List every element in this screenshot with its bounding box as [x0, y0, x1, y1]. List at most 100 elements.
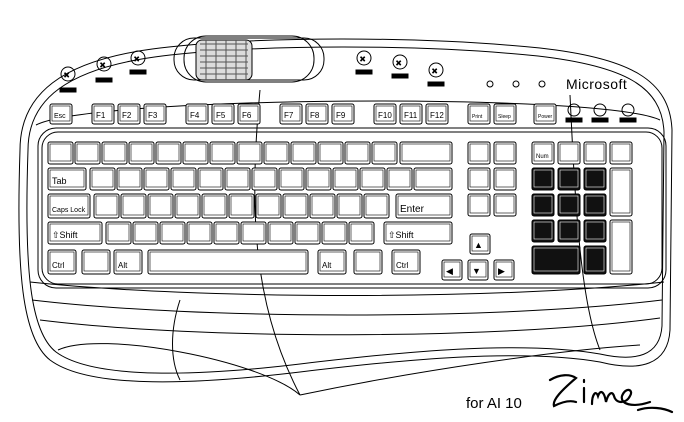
key-numpad-1-1[interactable] — [557, 167, 581, 191]
key-shift-row-9[interactable] — [321, 221, 348, 245]
key-nav-0-1[interactable] — [493, 141, 517, 165]
key-shift-row-7[interactable] — [267, 221, 294, 245]
key-number-row-8[interactable] — [236, 141, 263, 165]
key-numpad-2-0[interactable] — [531, 193, 555, 217]
key-f7[interactable]: F7 — [279, 103, 303, 125]
key-numpad-1-0[interactable] — [531, 167, 555, 191]
key-home-row-11[interactable] — [363, 193, 390, 219]
key-top-row-5[interactable] — [197, 167, 224, 191]
key-home-row-9[interactable] — [309, 193, 336, 219]
key-right-ctrl[interactable]: Ctrl — [391, 249, 421, 275]
key-arrow-up[interactable]: ▲ — [469, 233, 491, 255]
key-home-row-7[interactable] — [255, 193, 282, 219]
right-hot-buttons[interactable] — [565, 103, 637, 123]
key-space[interactable] — [147, 249, 309, 275]
key-nav-2-0[interactable] — [467, 193, 491, 217]
key-top-row-4[interactable] — [170, 167, 197, 191]
key-number-row-3[interactable] — [101, 141, 128, 165]
key-right-alt[interactable]: Alt — [317, 249, 347, 275]
key-windows-left[interactable] — [81, 249, 111, 275]
key-numpad-1-2[interactable] — [583, 167, 607, 191]
key-home-row-6[interactable] — [228, 193, 255, 219]
key-top-row-7[interactable] — [251, 167, 278, 191]
key-top-row-11[interactable] — [359, 167, 386, 191]
key-shift-row-5[interactable] — [213, 221, 240, 245]
key-f8[interactable]: F8 — [305, 103, 329, 125]
key-numpad-3-1[interactable] — [557, 219, 581, 243]
key-number-row-12[interactable] — [344, 141, 371, 165]
key-shift-row-8[interactable] — [294, 221, 321, 245]
key-top-row-6[interactable] — [224, 167, 251, 191]
key-nav-1-1[interactable] — [493, 167, 517, 191]
key-arrow-right[interactable]: ▶ — [493, 259, 515, 281]
key-power[interactable]: Power — [533, 103, 557, 125]
key-sleep[interactable]: Sleep — [493, 103, 517, 125]
key-numpad-dot[interactable] — [583, 245, 607, 275]
key-left-shift[interactable]: ⇧Shift — [47, 221, 103, 245]
key-f12[interactable]: F12 — [425, 103, 449, 125]
key-left-alt[interactable]: Alt — [113, 249, 143, 275]
key-number-row-5[interactable] — [155, 141, 182, 165]
key-home-row-3[interactable] — [147, 193, 174, 219]
key-top-row-2[interactable] — [116, 167, 143, 191]
key-shift-row-3[interactable] — [159, 221, 186, 245]
key-numpad-2-1[interactable] — [557, 193, 581, 217]
key-home-row-5[interactable] — [201, 193, 228, 219]
hot-buttons[interactable]: × × × × × × — [59, 50, 445, 93]
key-top-row-3[interactable] — [143, 167, 170, 191]
key-nav-2-1[interactable] — [493, 193, 517, 217]
key-number-row-4[interactable] — [128, 141, 155, 165]
key-shift-row-4[interactable] — [186, 221, 213, 245]
key-home-row-1[interactable] — [93, 193, 120, 219]
key-f6[interactable]: F6 — [237, 103, 261, 125]
key-home-row-4[interactable] — [174, 193, 201, 219]
key-top-row-10[interactable] — [332, 167, 359, 191]
key-numpad-3-2[interactable] — [583, 219, 607, 243]
key-numpad-plus[interactable] — [609, 167, 633, 217]
key-top-row-9[interactable] — [305, 167, 332, 191]
key-numpad-num[interactable]: Num — [531, 141, 555, 165]
key-esc[interactable]: Esc — [49, 103, 73, 125]
key-nav-1-0[interactable] — [467, 167, 491, 191]
key-right-shift[interactable]: ⇧Shift — [383, 221, 453, 245]
key-f3[interactable]: F3 — [143, 103, 167, 125]
key-f9[interactable]: F9 — [331, 103, 355, 125]
key-number-row-1[interactable] — [47, 141, 74, 165]
key-numpad-0-2[interactable] — [583, 141, 607, 165]
key-numpad-0[interactable] — [531, 245, 581, 275]
key-f5[interactable]: F5 — [211, 103, 235, 125]
key-f11[interactable]: F11 — [399, 103, 423, 125]
key-home-row-8[interactable] — [282, 193, 309, 219]
key-number-row-10[interactable] — [290, 141, 317, 165]
media-dial[interactable] — [173, 35, 325, 83]
key-arrow-down[interactable]: ▼ — [467, 259, 489, 281]
key-backspace[interactable] — [399, 141, 453, 165]
key-top-row-1[interactable] — [89, 167, 116, 191]
key-print[interactable]: Print — [467, 103, 491, 125]
key-f10[interactable]: F10 — [373, 103, 397, 125]
key-enter[interactable]: Enter — [395, 193, 453, 219]
key-number-row-6[interactable] — [182, 141, 209, 165]
key-top-row-8[interactable] — [278, 167, 305, 191]
key-backslash[interactable] — [413, 167, 453, 191]
key-number-row-9[interactable] — [263, 141, 290, 165]
key-arrow-left[interactable]: ◀ — [441, 259, 463, 281]
key-nav-0-0[interactable] — [467, 141, 491, 165]
key-tab[interactable]: Tab — [47, 167, 87, 191]
key-numpad-enter[interactable] — [609, 219, 633, 275]
key-numpad-0-1[interactable] — [557, 141, 581, 165]
key-numpad-0-3[interactable] — [609, 141, 633, 165]
key-number-row-11[interactable] — [317, 141, 344, 165]
key-f2[interactable]: F2 — [117, 103, 141, 125]
key-shift-row-6[interactable] — [240, 221, 267, 245]
key-f4[interactable]: F4 — [185, 103, 209, 125]
key-home-row-2[interactable] — [120, 193, 147, 219]
key-top-row-12[interactable] — [386, 167, 413, 191]
key-shift-row-2[interactable] — [132, 221, 159, 245]
key-shift-row-10[interactable] — [348, 221, 375, 245]
key-numpad-2-2[interactable] — [583, 193, 607, 217]
key-f1[interactable]: F1 — [91, 103, 115, 125]
key-home-row-10[interactable] — [336, 193, 363, 219]
key-number-row-13[interactable] — [371, 141, 398, 165]
key-caps-lock[interactable]: Caps Lock — [47, 193, 91, 219]
